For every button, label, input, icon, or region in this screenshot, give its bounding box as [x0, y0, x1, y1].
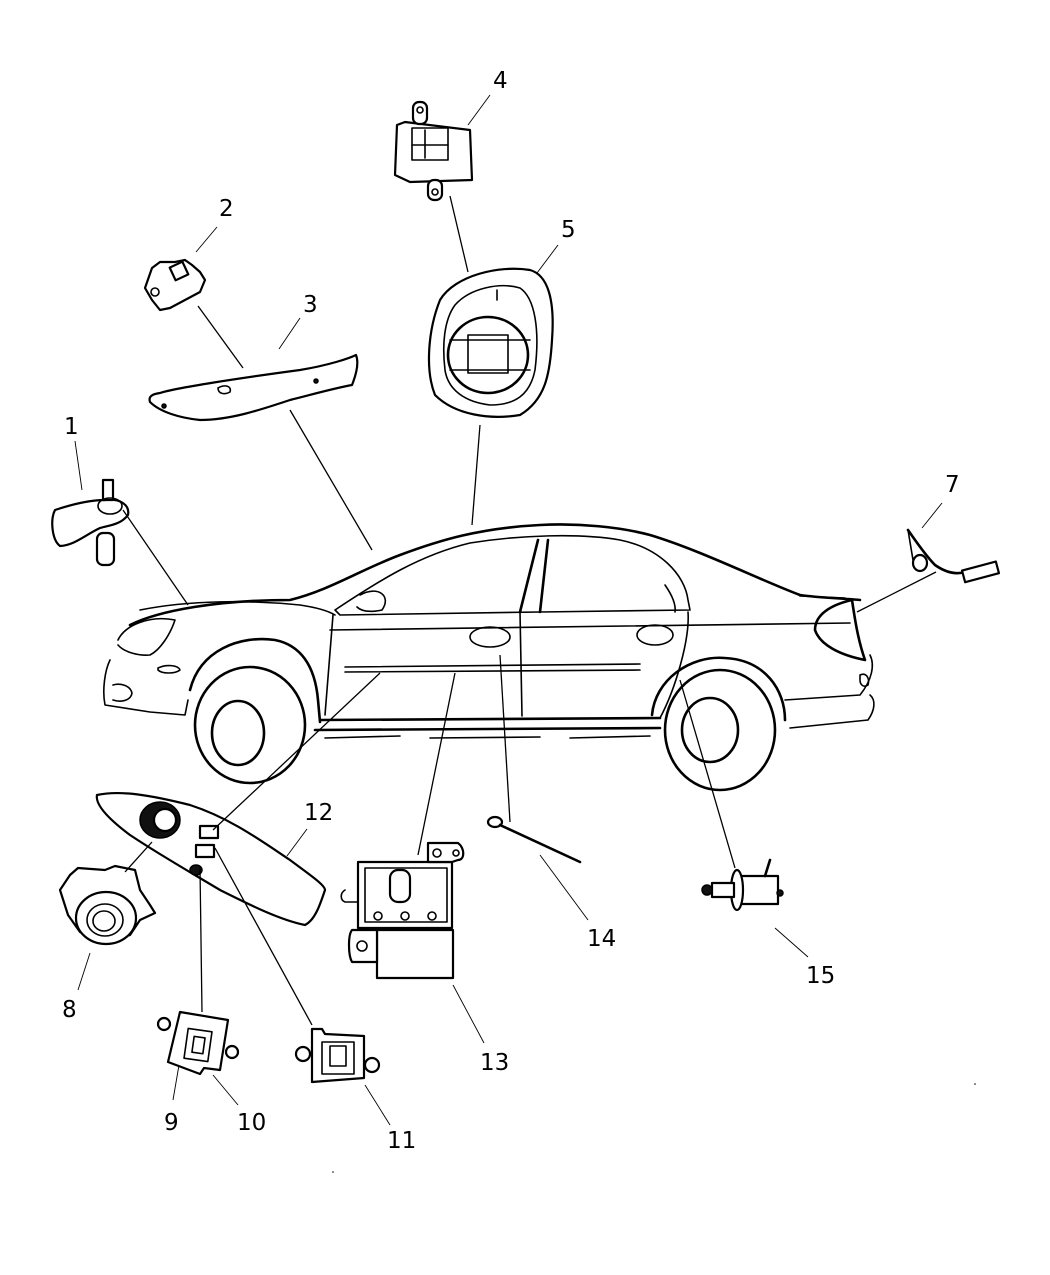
- leader-14: [499, 654, 511, 823]
- callout-ticks: [74, 94, 943, 1126]
- car-roofline: [128, 523, 862, 627]
- car-rear-door: [659, 611, 689, 719]
- callout-12: 12: [304, 800, 333, 826]
- callout-9: 9: [164, 1110, 179, 1136]
- part-7-wiring-sensor: [906, 528, 1001, 584]
- callout-2: 2: [219, 196, 234, 222]
- leader-9: [199, 867, 203, 1013]
- part-8-rotary-switch: [58, 864, 157, 946]
- leader-lines: [122, 195, 937, 1026]
- speck: [974, 1083, 976, 1085]
- car-hood: [139, 600, 336, 616]
- car-beltline: [329, 622, 851, 631]
- car-front-bumper: [103, 659, 189, 716]
- part-1-bracket-sensor: [51, 478, 130, 567]
- part-9-10-window-switch: [156, 1010, 240, 1076]
- car-front-door: [324, 611, 523, 717]
- car-rear-hub: [680, 696, 740, 764]
- leader-12-to-car: [212, 672, 381, 831]
- car-side-marker: [157, 664, 181, 674]
- part-3-trim-panel: [148, 353, 359, 422]
- car-rear-wheel-arch: [650, 656, 787, 722]
- callout-15: 15: [806, 963, 835, 989]
- callout-4: 4: [493, 68, 508, 94]
- leader-7: [856, 571, 937, 613]
- part-12-armrest-bezel: [95, 791, 327, 927]
- callout-10: 10: [237, 1110, 266, 1136]
- car-headlight: [117, 617, 176, 656]
- leader-2: [197, 305, 244, 369]
- car-rear-door-handle: [636, 624, 674, 646]
- part-15-jamb-switch: [701, 858, 784, 912]
- car-front-hub: [210, 699, 266, 767]
- car-sill-trim: [324, 735, 651, 739]
- callout-13: 13: [480, 1050, 509, 1076]
- part-11-window-switch: [294, 1027, 381, 1084]
- callout-5: 5: [561, 217, 576, 243]
- car-body-drawing: [103, 523, 875, 792]
- car-window-frame: [334, 534, 691, 616]
- part-13-control-module: [340, 841, 465, 980]
- callout-3: 3: [303, 292, 318, 318]
- callout-1: 1: [64, 414, 79, 440]
- car-rear-bumper: [784, 654, 875, 729]
- part-14-rod: [486, 815, 582, 864]
- car-rear-reflector: [859, 673, 870, 687]
- leader-4: [449, 195, 469, 273]
- car-tail-light: [813, 598, 867, 662]
- car-rear-wheel: [663, 668, 777, 792]
- callout-11: 11: [387, 1128, 416, 1154]
- speck: [332, 1171, 334, 1173]
- leader-13: [417, 672, 456, 856]
- callout-7: 7: [945, 472, 960, 498]
- car-fog-light: [112, 683, 133, 702]
- part-2-switch: [143, 258, 207, 312]
- callout-14: 14: [587, 926, 616, 952]
- car-front-wheel: [193, 665, 307, 785]
- leader-1: [122, 509, 189, 606]
- leader-15: [679, 679, 736, 869]
- leader-8: [124, 841, 153, 873]
- leader-3: [289, 409, 373, 551]
- car-front-wheel-arch: [188, 637, 322, 724]
- leader-5: [471, 424, 481, 526]
- callout-8: 8: [62, 997, 77, 1023]
- car-b-pillar: [518, 538, 550, 614]
- part-4-switch-module: [393, 100, 474, 202]
- callout-labels: 1 2 3 4 5 7 8 9 10 11 12 13 14 15: [62, 68, 960, 1154]
- leader-11: [214, 847, 313, 1026]
- car-front-door-handle: [469, 626, 511, 648]
- part-5-console-module: [427, 267, 554, 418]
- car-trunk: [799, 595, 846, 599]
- car-side-molding: [344, 663, 641, 673]
- car-rear-window: [664, 584, 676, 613]
- car-mirror: [356, 590, 387, 613]
- car-rocker: [313, 716, 662, 732]
